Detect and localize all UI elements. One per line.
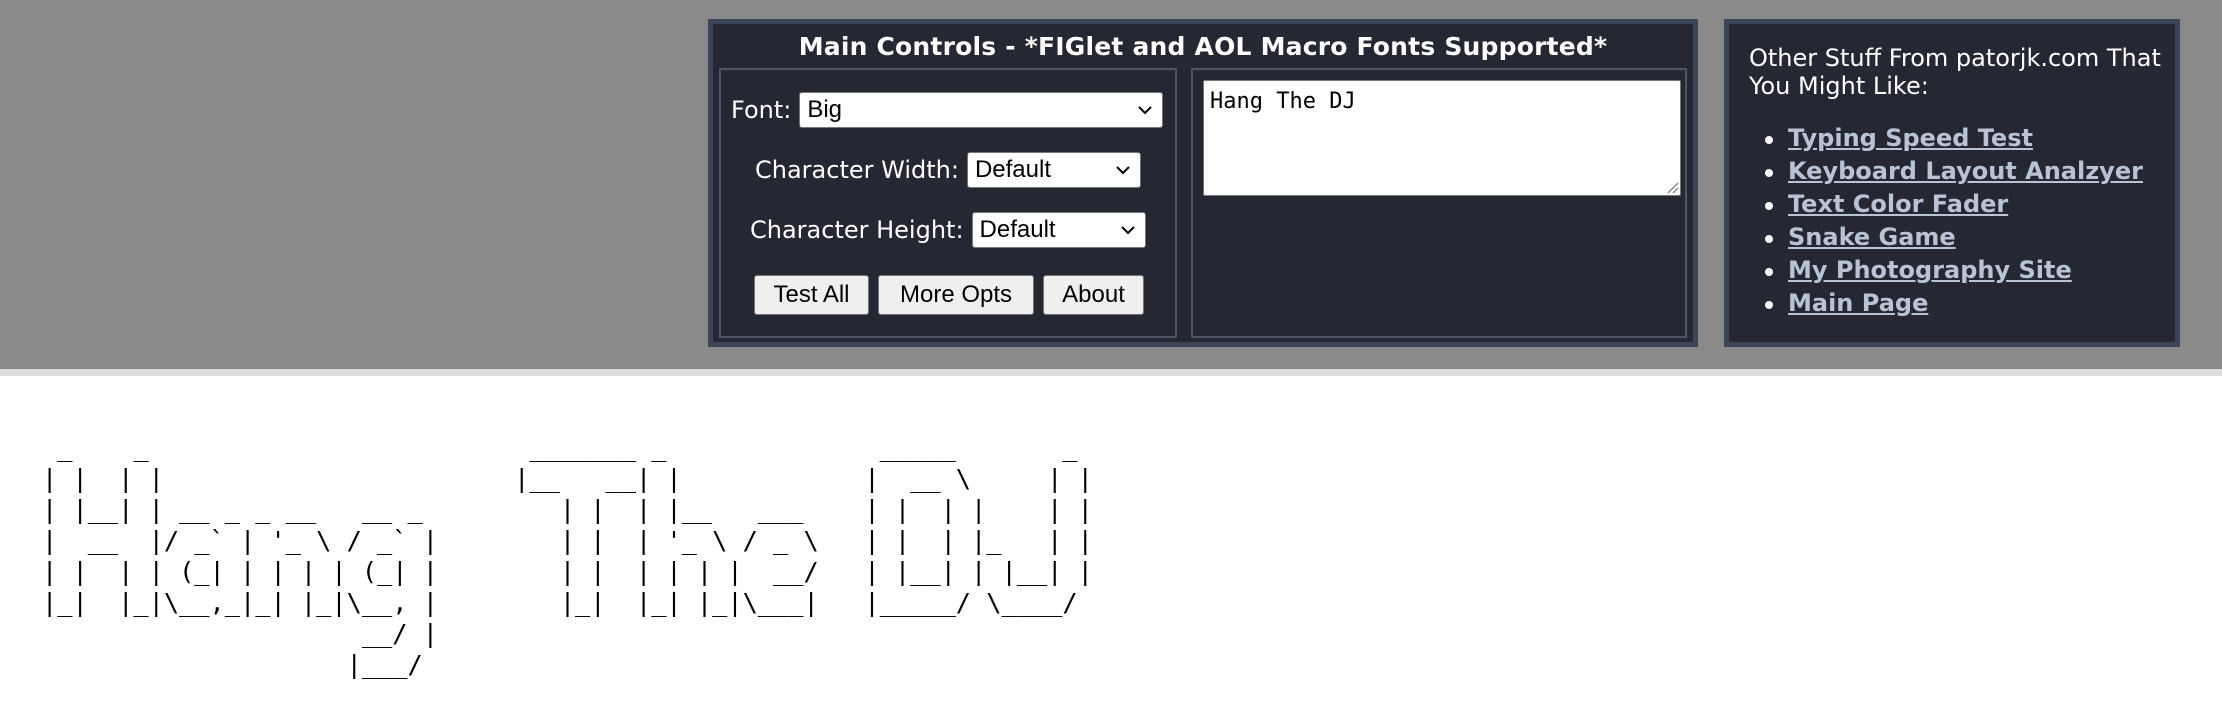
list-item: Text Color Fader bbox=[1749, 188, 2143, 221]
font-select-value: Big bbox=[807, 96, 843, 123]
other-stuff-links: Typing Speed Test Keyboard Layout Analzy… bbox=[1749, 122, 2143, 320]
list-item: My Photography Site bbox=[1749, 254, 2143, 287]
ascii-art-output: _ _ _______ _ _____ _ | | | | |__ __| | … bbox=[42, 433, 1093, 679]
bullet-icon bbox=[1765, 268, 1773, 276]
more-opts-button[interactable]: More Opts bbox=[878, 275, 1034, 315]
other-stuff-heading: Other Stuff From patorjk.com That You Mi… bbox=[1749, 44, 2161, 100]
char-width-row: Character Width: Default bbox=[755, 152, 1141, 188]
resize-grip-icon[interactable] bbox=[1665, 180, 1679, 194]
char-width-select[interactable]: Default bbox=[966, 152, 1141, 188]
char-height-row: Character Height: Default bbox=[750, 212, 1146, 248]
about-button[interactable]: About bbox=[1043, 275, 1144, 315]
photography-site-link[interactable]: My Photography Site bbox=[1788, 256, 2072, 284]
text-input[interactable]: Hang The DJ bbox=[1203, 80, 1681, 196]
main-controls-panel: Main Controls - *FIGlet and AOL Macro Fo… bbox=[708, 19, 1698, 347]
chevron-down-icon bbox=[1116, 166, 1130, 175]
main-controls-title: Main Controls - *FIGlet and AOL Macro Fo… bbox=[798, 32, 1608, 61]
bullet-icon bbox=[1765, 301, 1773, 309]
controls-cell: Font: Big Character Width: Default Chara… bbox=[719, 68, 1177, 338]
list-item: Snake Game bbox=[1749, 221, 2143, 254]
char-width-select-value: Default bbox=[974, 156, 1051, 183]
font-label: Font: bbox=[731, 96, 792, 124]
list-item: Typing Speed Test bbox=[1749, 122, 2143, 155]
other-stuff-panel: Other Stuff From patorjk.com That You Mi… bbox=[1724, 19, 2180, 347]
keyboard-layout-analyzer-link[interactable]: Keyboard Layout Analzyer bbox=[1788, 157, 2143, 185]
font-select[interactable]: Big bbox=[799, 92, 1164, 128]
bullet-icon bbox=[1765, 202, 1773, 210]
chevron-down-icon bbox=[1138, 106, 1153, 115]
list-item: Keyboard Layout Analzyer bbox=[1749, 155, 2143, 188]
bullet-icon bbox=[1765, 169, 1773, 177]
main-page-link[interactable]: Main Page bbox=[1788, 289, 1929, 317]
text-input-cell: Hang The DJ bbox=[1191, 68, 1687, 338]
snake-game-link[interactable]: Snake Game bbox=[1788, 223, 1956, 251]
chevron-down-icon bbox=[1120, 226, 1135, 235]
text-color-fader-link[interactable]: Text Color Fader bbox=[1788, 190, 2009, 218]
list-item: Main Page bbox=[1749, 287, 2143, 320]
char-height-label: Character Height: bbox=[750, 216, 964, 244]
char-height-select[interactable]: Default bbox=[971, 212, 1146, 248]
typing-speed-test-link[interactable]: Typing Speed Test bbox=[1788, 124, 2033, 152]
font-row: Font: Big bbox=[731, 92, 1164, 128]
test-all-button[interactable]: Test All bbox=[754, 275, 869, 315]
bullet-icon bbox=[1765, 136, 1773, 144]
char-height-select-value: Default bbox=[979, 216, 1056, 243]
char-width-label: Character Width: bbox=[755, 156, 959, 184]
bullet-icon bbox=[1765, 235, 1773, 243]
